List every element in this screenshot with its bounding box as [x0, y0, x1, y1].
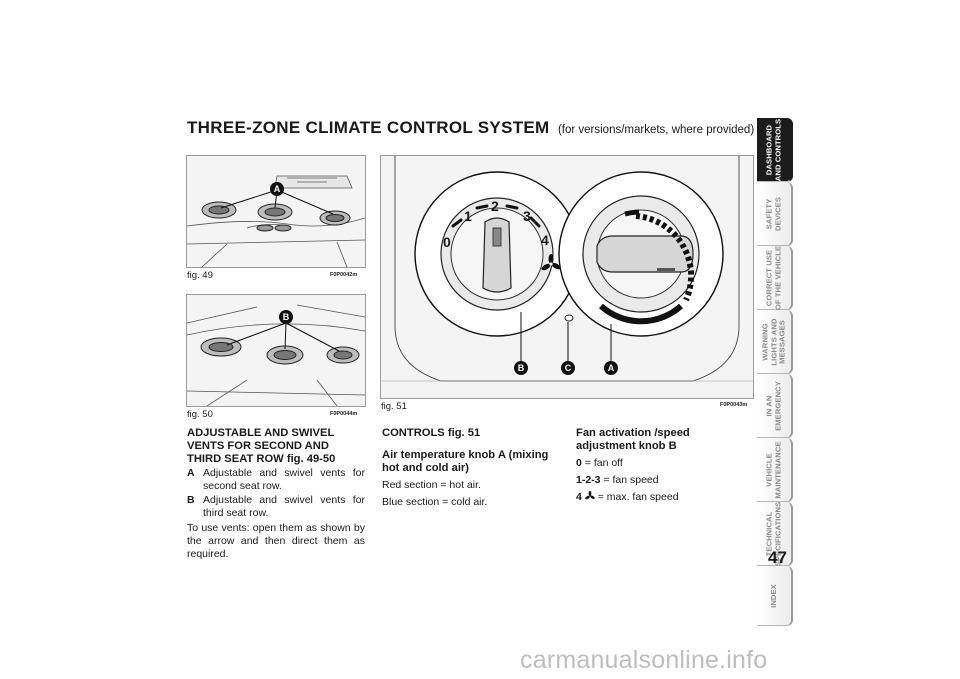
fan-section: Fan activation /speed adjustment knob B …	[576, 427, 752, 504]
fig-49-label: fig. 49	[187, 270, 213, 281]
tab-technical-specifications[interactable]: TECHNICAL SPECIFICATIONS	[757, 501, 793, 566]
fan-row-0: 0 = fan off	[576, 457, 752, 470]
page-title: THREE-ZONE CLIMATE CONTROL SYSTEM (for v…	[187, 118, 754, 138]
fan-row-2-key: 4	[576, 491, 582, 503]
callout-a-fig49: A	[270, 182, 284, 196]
fan-row-0-key: 0	[576, 457, 582, 469]
fan-row-1-text: = fan speed	[603, 474, 659, 486]
vents-heading: ADJUSTABLE AND SWIVEL VENTS FOR SECOND A…	[187, 427, 336, 465]
controls-section: CONTROLS fig. 51 Air temperature knob A …	[382, 427, 552, 509]
tab-safety-devices[interactable]: SAFETY DEVICES	[757, 182, 793, 246]
tab-label: CORRECT USE OF THE VEHICLE	[764, 245, 783, 310]
controls-subheading: Air temperature knob A (mixing hot and c…	[382, 449, 549, 474]
callout-b-fig50: B	[279, 310, 293, 324]
figure-49: A	[186, 155, 366, 268]
watermark: carmanualsonline.info	[520, 646, 768, 674]
fan-row-2: 4 = max. fan speed	[576, 491, 752, 504]
tab-warning-lights[interactable]: WARNING LIGHTS AND MESSAGES	[757, 310, 793, 374]
tab-index[interactable]: INDEX	[757, 566, 793, 626]
vents-item-a-text: Adjustable and swivel vents for second s…	[203, 467, 365, 492]
title-main: THREE-ZONE CLIMATE CONTROL SYSTEM	[187, 118, 550, 137]
tab-correct-use[interactable]: CORRECT USE OF THE VEHICLE	[757, 245, 793, 310]
fig-50-label: fig. 50	[187, 409, 213, 420]
callout-a-fig51: A	[604, 361, 618, 375]
fan-row-1: 1-2-3 = fan speed	[576, 474, 752, 487]
controls-heading: CONTROLS fig. 51	[382, 427, 481, 439]
dial-number-3: 3	[523, 208, 531, 224]
vents-paragraph: To use vents: open them as shown by the …	[187, 522, 365, 560]
tab-label: WARNING LIGHTS AND MESSAGES	[760, 317, 787, 366]
callout-c-fig51: C	[561, 361, 575, 375]
page-number: 47	[768, 548, 787, 567]
dial-number-0: 0	[443, 234, 451, 250]
vents-item-a-key: A	[187, 467, 195, 479]
fan-row-2-text: = max. fan speed	[597, 491, 679, 503]
vents-item-b: B Adjustable and swivel vents for third …	[187, 494, 365, 520]
dial-number-2: 2	[491, 198, 499, 214]
tab-label: DASHBOARD AND CONTROLS	[764, 118, 783, 181]
fan-row-1-key: 1-2-3	[576, 474, 601, 486]
title-sub: (for versions/markets, where provided)	[557, 124, 755, 136]
fig-50-code: F0P0044m	[330, 411, 358, 417]
fan-icon	[585, 491, 595, 500]
tab-vehicle-maintenance[interactable]: VEHICLE MAINTENANCE	[757, 438, 793, 502]
figure-50: B	[186, 294, 366, 407]
figure-51-drawing	[381, 156, 753, 382]
fan-heading: Fan activation /speed adjustment knob B	[576, 427, 690, 452]
dial-number-4: 4	[541, 232, 549, 248]
fan-row-0-text: = fan off	[584, 457, 623, 469]
callout-b-fig51: B	[514, 361, 528, 375]
fig-51-code: F0P0043m	[720, 402, 748, 408]
controls-line-cold: Blue section = cold air.	[382, 496, 488, 508]
vents-section: ADJUSTABLE AND SWIVEL VENTS FOR SECOND A…	[187, 427, 365, 561]
fig-51-label: fig. 51	[381, 401, 407, 412]
tab-dashboard-and-controls[interactable]: DASHBOARD AND CONTROLS	[757, 118, 793, 182]
tab-label: SAFETY DEVICES	[764, 196, 783, 231]
tab-label: VEHICLE MAINTENANCE	[764, 440, 783, 499]
vents-item-b-text: Adjustable and swivel vents for third se…	[203, 494, 365, 519]
vents-item-a: A Adjustable and swivel vents for second…	[187, 467, 365, 493]
tab-label: INDEX	[768, 583, 778, 608]
figure-49-drawing	[187, 175, 365, 267]
tab-in-an-emergency[interactable]: IN AN EMERGENCY	[757, 374, 793, 438]
figure-51: 0 1 2 3 4 B C A	[380, 155, 754, 399]
vents-item-b-key: B	[187, 494, 195, 506]
controls-line-hot: Red section = hot air.	[382, 479, 481, 491]
figure-50-drawing	[187, 304, 365, 406]
fig-49-code: F0P0042m	[330, 272, 358, 278]
tab-label: IN AN EMERGENCY	[764, 380, 783, 431]
dial-number-1: 1	[464, 208, 472, 224]
